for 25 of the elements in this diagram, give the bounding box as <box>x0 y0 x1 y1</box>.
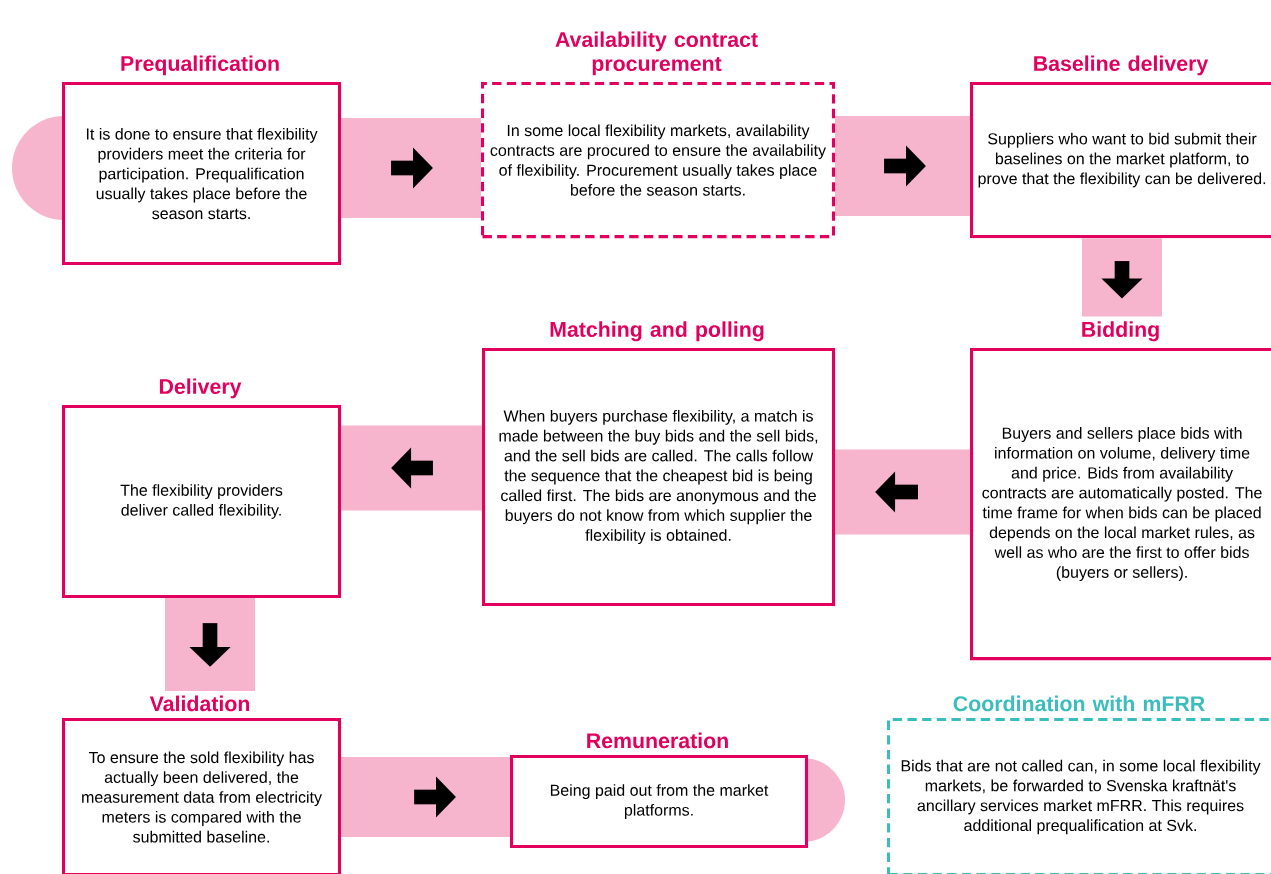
step-box: In some local flexibility markets, availability contracts are procured to ensure the availability of flexibility. Procurement usually takes place before the season starts. <box>481 82 835 239</box>
step-heading: Delivery <box>159 378 242 399</box>
step-box: To ensure the sold flexibility has actually been delivered, the measurement data from electricity meters is compared with the submitted baseline. <box>62 718 342 874</box>
ribbon-arrow <box>835 116 970 216</box>
ribbon-arrow <box>835 449 970 535</box>
ribbon-arrow <box>341 757 510 837</box>
step-box: The flexibility providers deliver called flexibility. <box>62 405 342 599</box>
ribbon-arrow <box>1082 238 1162 317</box>
step-box: Suppliers who want to bid submit their baselines on the market platform, to prove that the flexibility can be delivered. <box>970 82 1271 239</box>
step-heading: Availability contract procurement <box>555 31 758 76</box>
ribbon-arrow <box>341 425 482 511</box>
step-heading: Coordination with mFRR <box>953 695 1205 712</box>
step-heading: Prequalification <box>121 55 279 76</box>
step-box: It is done to ensure that flexibility providers meet the criteria for participation. Prequalification usually takes place before the season starts. <box>12 82 342 266</box>
step-box: When buyers purchase flexibility, a match is made between the buy bids and the sell bids, and the sell bids are called. The calls follow the sequence that the cheapest bid is being called first. The bids are anonymous and the buyers do not know from which supplier the flexibility is obtained. <box>482 348 836 606</box>
step-heading: Validation <box>149 695 250 712</box>
step-heading: Baseline delivery <box>1034 55 1209 76</box>
step-heading: Matching and polling <box>550 321 764 342</box>
step-heading: Bidding <box>1082 321 1159 342</box>
step-heading: Remuneration <box>587 732 728 749</box>
ribbon-arrow <box>341 118 481 218</box>
step-box: Bids that are not called can, in some local flexibility markets, be forwarded to Svenska kraftnät's ancillary services market mFRR. This requires additional prequalification at Svk. <box>887 718 1271 874</box>
ribbon-arrow <box>165 598 255 691</box>
step-box: Being paid out from the market platforms. <box>510 755 845 849</box>
step-box: Buyers and sellers place bids with information on volume, delivery time and price. Bids from availability contracts are automatically posted. The time frame for when bids can be placed depends on the local market rules, as well as who are the first to offer bids (buyers or sellers). <box>970 348 1271 661</box>
